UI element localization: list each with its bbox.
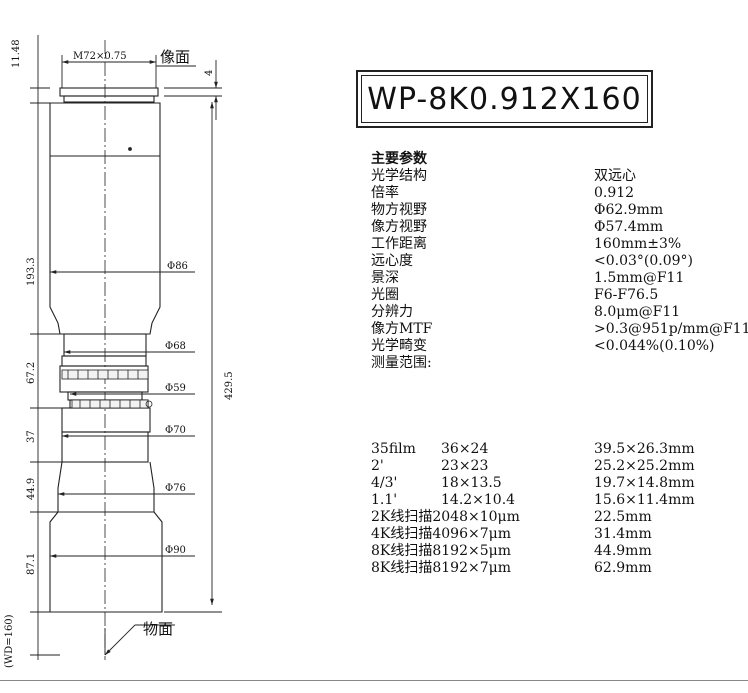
parameter-value: <0.044%(0.10%) — [594, 338, 715, 354]
diameter-lines — [50, 270, 195, 558]
parameter-value: Φ57.4mm — [594, 219, 664, 235]
parameter-row: 分辨力 8.0μm@F11 — [371, 304, 680, 321]
parameter-value: F6-F76.5 — [594, 287, 659, 303]
dim-total: 429.5 — [224, 371, 235, 400]
parameter-value: 双远心 — [594, 168, 636, 184]
parameter-name: 物方视野 — [371, 202, 427, 218]
parameter-row: 倍率 0.912 — [371, 185, 634, 202]
dim-top-right: 4 — [204, 70, 215, 76]
parameter-name: 分辨力 — [371, 304, 413, 320]
parameter-name: 光圈 — [371, 287, 399, 303]
left-dimension-line — [30, 35, 64, 660]
diameter-76: Φ76 — [165, 483, 186, 494]
dim-left-5: 87.1 — [26, 553, 37, 575]
model-title: WP-8K0.912X160 — [367, 82, 642, 117]
parameter-name: 光学结构 — [371, 168, 427, 184]
object-field: 22.5mm — [594, 509, 652, 525]
parameter-value: 8.0μm@F11 — [594, 304, 681, 320]
sensor-format: 1.1' — [371, 492, 398, 508]
object-field: 25.2×25.2mm — [594, 458, 695, 474]
sensor-format: 35film — [371, 441, 416, 457]
sensor-format: 2' — [371, 458, 384, 474]
diameter-59: Φ59 — [165, 383, 186, 394]
sensor-format: 4K线扫描4096×7μm — [371, 526, 512, 542]
object-field: 31.4mm — [594, 526, 652, 542]
lens-drawing: M72×0.75 像面 物面 4 429.5 11.48 193.3 67.2 … — [4, 35, 235, 668]
object-plane-leader — [104, 624, 175, 656]
model-title-box: WP-8K0.912X160 — [356, 70, 653, 128]
parameter-value: <0.03°(0.09°) — [594, 253, 693, 269]
object-plane-label: 物面 — [143, 620, 173, 638]
sensor-dimensions: 36×24 — [441, 441, 489, 457]
sensor-format: 4/3' — [371, 475, 398, 491]
dim-left-1: 193.3 — [26, 257, 37, 286]
sensor-format: 2K线扫描2048×10μm — [371, 509, 520, 525]
object-field: 62.9mm — [594, 560, 652, 576]
object-field: 19.7×14.8mm — [594, 475, 695, 491]
parameter-name: 远心度 — [371, 253, 413, 269]
page-divider — [0, 680, 748, 681]
diameter-70: Φ70 — [165, 425, 186, 436]
sensor-dimensions: 18×13.5 — [441, 475, 502, 491]
diameter-68: Φ68 — [165, 341, 186, 352]
parameter-row: 工作距离 160mm±3% — [371, 236, 681, 253]
dim-left-4: 44.9 — [26, 478, 37, 500]
object-field: 15.6×11.4mm — [594, 492, 695, 508]
parameter-name: 倍率 — [371, 185, 399, 201]
sensor-format: 8K线扫描8192×7μm — [371, 560, 512, 576]
sensor-format: 8K线扫描8192×5μm — [371, 543, 512, 559]
parameter-name: 测量范围: — [371, 355, 432, 371]
sensor-dimensions: 14.2×10.4 — [441, 492, 516, 508]
parameter-row: 远心度 <0.03°(0.09°) — [371, 253, 693, 270]
parameter-row: 像方MTF >0.3@951p/mm@F11 — [371, 321, 748, 338]
parameter-name: 像方MTF — [371, 321, 433, 337]
diameter-90: Φ90 — [165, 545, 186, 556]
parameter-value: >0.3@951p/mm@F11 — [594, 321, 748, 337]
parameter-value: 0.912 — [594, 185, 635, 201]
dim-left-3: 37 — [26, 430, 37, 443]
parameter-row: 光学畸变 <0.044%(0.10%) — [371, 338, 715, 355]
image-plane-label: 像面 — [160, 48, 190, 66]
object-field: 39.5×26.3mm — [594, 441, 695, 457]
parameter-row: 物方视野 Φ62.9mm — [371, 202, 663, 219]
parameter-row: 测量范围: — [371, 355, 432, 372]
parameter-name: 工作距离 — [371, 236, 427, 252]
thread-label: M72×0.75 — [73, 51, 127, 62]
parameter-row: 光学结构 双远心 — [371, 168, 636, 185]
parameter-value: Φ62.9mm — [594, 202, 664, 218]
dim-left-0: 11.48 — [11, 39, 22, 68]
parameter-name: 光学畸变 — [371, 338, 427, 354]
sensor-dimensions: 23×23 — [441, 458, 489, 474]
parameter-value: 1.5mm@F11 — [594, 270, 685, 286]
main-parameters: 主要参数 光学结构 双远心倍率 0.912 物方视野 Φ62.9mm 像方视野 Φ57.4m… — [371, 150, 748, 372]
lens-body — [49, 87, 163, 613]
parameter-name: 景深 — [371, 270, 399, 286]
parameters-heading: 主要参数 — [371, 151, 427, 167]
parameter-value: 160mm±3% — [594, 236, 682, 252]
parameter-row: 光圈 F6-F76.5 — [371, 287, 658, 304]
dim-left-2: 67.2 — [26, 362, 37, 384]
right-dimension-lines — [164, 60, 222, 613]
parameter-row: 景深 1.5mm@F11 — [371, 270, 684, 287]
parameter-name: 像方视野 — [371, 219, 427, 235]
focus-ring — [61, 147, 153, 409]
diameter-86: Φ86 — [167, 261, 188, 272]
parameter-row: 像方视野 Φ57.4mm — [371, 219, 663, 236]
dim-left-6: (WD=160) — [4, 614, 15, 668]
thread-dimension — [61, 55, 196, 88]
object-field: 44.9mm — [594, 543, 652, 559]
